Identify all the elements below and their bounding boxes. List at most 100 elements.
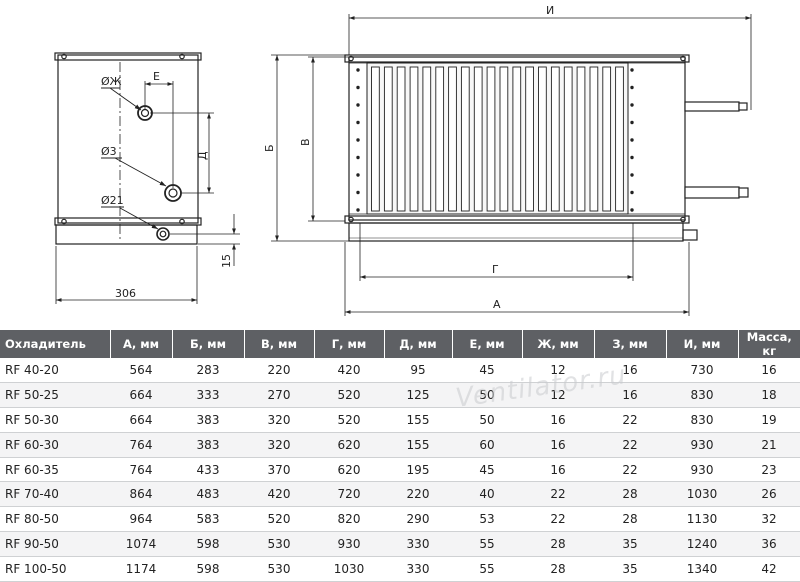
value-cell: 22 — [522, 481, 594, 508]
fin — [396, 66, 406, 212]
fin — [435, 66, 445, 212]
bolt-icon — [680, 216, 686, 223]
column-header: Е, мм — [451, 330, 522, 358]
value-cell: 45 — [452, 358, 522, 383]
fin — [473, 66, 483, 212]
fin — [383, 66, 393, 212]
value-cell: 1340 — [666, 556, 738, 582]
inlet-pipe — [684, 186, 740, 199]
heat-exchanger-area — [366, 62, 629, 215]
column-header: В, мм — [243, 330, 314, 358]
value-cell: 930 — [314, 531, 384, 558]
value-cell: 330 — [384, 531, 452, 558]
value-cell: 28 — [522, 531, 594, 558]
front-view-labels: И Б В Г А — [263, 4, 554, 311]
value-cell: 520 — [314, 407, 384, 433]
value-cell: 50 — [452, 407, 522, 433]
value-cell: 155 — [384, 407, 452, 433]
rivet-icon — [356, 138, 360, 142]
rivet-icon — [356, 155, 360, 160]
value-cell: 50 — [452, 382, 522, 408]
value-cell: 433 — [172, 457, 244, 483]
model-cell: RF 50-30 — [0, 407, 110, 433]
value-cell: 16 — [522, 407, 594, 433]
bolt-icon — [348, 55, 354, 62]
model-cell: RF 90-50 — [0, 531, 110, 558]
value-cell: 60 — [452, 432, 522, 458]
value-cell: 195 — [384, 457, 452, 483]
value-cell: 664 — [110, 382, 172, 408]
bolt-icon — [680, 55, 686, 62]
rivet-icon — [630, 103, 634, 107]
value-cell: 383 — [172, 407, 244, 433]
value-cell: 53 — [452, 506, 522, 533]
model-cell: RF 100-50 — [0, 556, 110, 582]
value-cell: 28 — [594, 506, 666, 533]
bolt-icon — [179, 53, 185, 60]
label-e: Е — [153, 70, 160, 83]
column-header: И, мм — [665, 330, 738, 358]
label-diameter-3: Ø3 — [101, 145, 117, 158]
value-cell: 930 — [666, 432, 738, 458]
fin — [602, 66, 612, 212]
fin — [486, 66, 496, 212]
rivet-icon — [630, 155, 634, 160]
column-header: Г, мм — [313, 330, 384, 358]
fin — [422, 66, 432, 212]
fin — [448, 66, 457, 212]
value-cell: 620 — [314, 432, 384, 458]
value-cell: 21 — [738, 432, 800, 458]
value-cell: 220 — [244, 358, 314, 383]
value-cell: 283 — [172, 358, 244, 383]
value-cell: 520 — [244, 506, 314, 533]
fin — [550, 66, 560, 212]
value-cell: 26 — [738, 481, 800, 508]
rivet-icon — [630, 85, 634, 90]
value-cell: 22 — [522, 506, 594, 533]
value-cell: 598 — [172, 531, 244, 558]
rivet-icon — [630, 173, 634, 177]
value-cell: 720 — [314, 481, 384, 508]
value-cell: 320 — [244, 432, 314, 458]
rivet-icon — [630, 138, 634, 142]
column-header: Ж, мм — [521, 330, 594, 358]
fins-group — [371, 66, 624, 212]
side-view-top-flange — [54, 52, 202, 61]
value-cell: 220 — [384, 481, 452, 508]
value-cell: 19 — [738, 407, 800, 433]
front-view-top-flange — [344, 54, 690, 63]
value-cell: 730 — [666, 358, 738, 383]
model-cell: RF 60-35 — [0, 457, 110, 483]
label-15: 15 — [220, 254, 233, 268]
label-v: В — [299, 138, 312, 146]
rivet-icon — [630, 68, 634, 72]
side-view-labels: ØЖ Е Ø3 Д Ø21 306 15 — [101, 70, 233, 300]
label-b: Б — [263, 144, 276, 152]
fin — [371, 66, 380, 212]
value-cell: 764 — [110, 457, 172, 483]
value-cell: 530 — [244, 531, 314, 558]
value-cell: 620 — [314, 457, 384, 483]
side-view — [54, 52, 240, 304]
column-header: З, мм — [593, 330, 666, 358]
fin — [576, 66, 586, 212]
value-cell: 420 — [244, 481, 314, 508]
value-cell: 16 — [594, 358, 666, 383]
rivet-icon — [356, 68, 360, 72]
label-i: И — [546, 4, 554, 17]
value-cell: 16 — [594, 382, 666, 408]
value-cell: 330 — [384, 556, 452, 582]
value-cell: 664 — [110, 407, 172, 433]
bolt-icon — [61, 218, 67, 225]
drain-icon — [156, 227, 170, 241]
value-cell: 95 — [384, 358, 452, 383]
front-view — [271, 14, 752, 316]
